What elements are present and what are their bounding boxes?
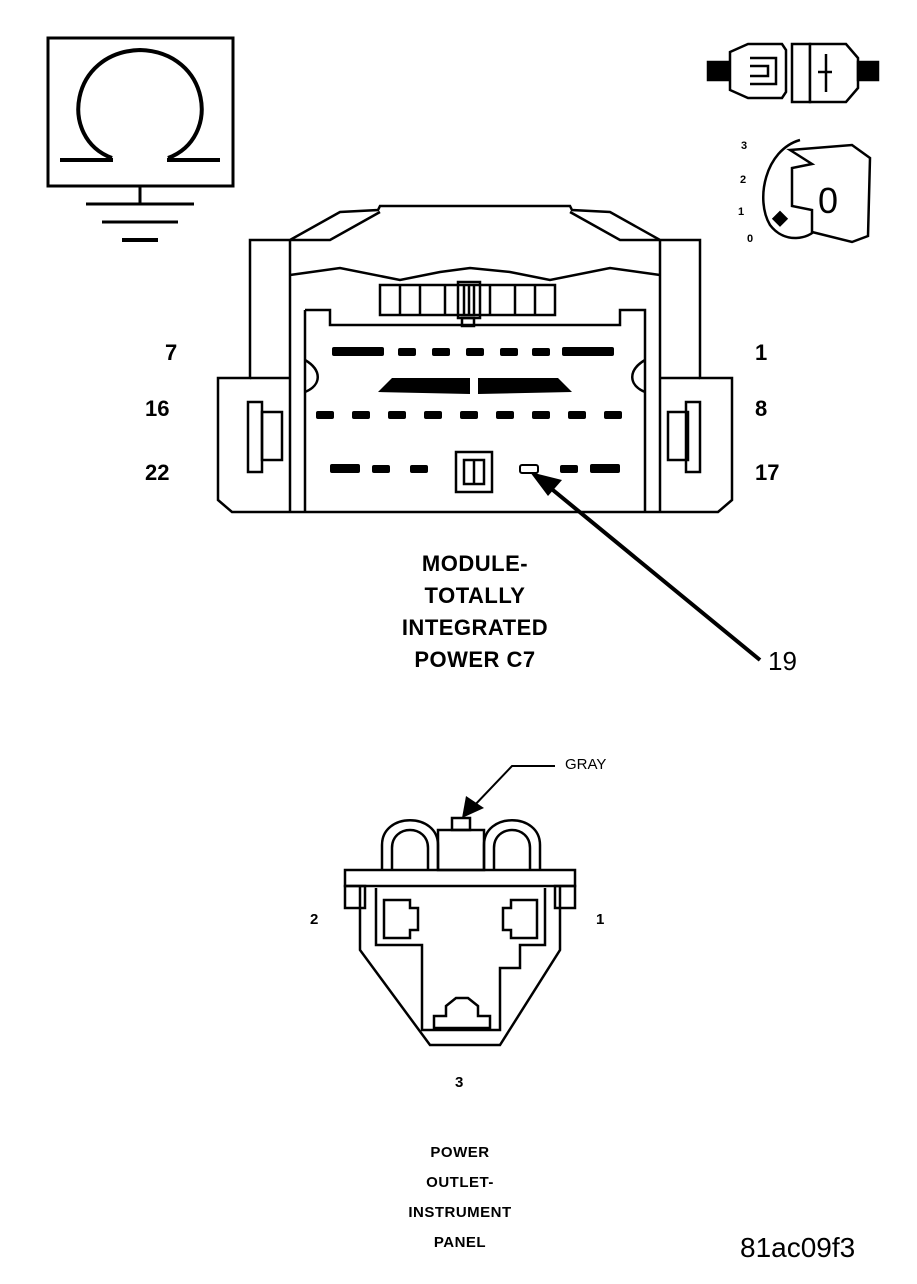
connector-c7-body [216,204,734,514]
connector-c7-center-key [454,450,494,494]
c7-pin-label-7: 7 [165,340,178,365]
outlet-title-line-4: PANEL [433,1234,487,1251]
c7-pin-label-8: 8 [755,396,768,421]
outlet-pin-label-1: 1 [596,911,605,928]
callout-label-19: 19 [768,646,797,676]
key-position-2: 2 [740,174,747,186]
connector-disconnect-icon [706,42,880,104]
c7-pin-label-1: 1 [755,340,768,365]
ignition-key-off-icon [762,138,872,244]
connector-c7-pin-cavities [316,347,622,474]
key-off-label: 0 [818,180,839,221]
c7-pin-label-22: 22 [145,460,170,485]
c7-title-line-4: POWER C7 [414,647,536,672]
outlet-title-line-3: INSTRUMENT [408,1204,512,1221]
outlet-title-line-1: POWER [430,1144,490,1161]
outlet-pin-label-2: 2 [310,911,319,928]
c7-title-line-2: TOTALLY [424,583,526,608]
outlet-pin-label-3: 3 [455,1074,464,1091]
power-outlet-connector-body [343,816,577,1047]
gray-color-leader [462,765,555,818]
key-position-1: 1 [738,206,745,218]
c7-pin-label-16: 16 [145,396,170,421]
wire-color-label: GRAY [565,756,607,773]
connector-c7-title: MODULE- TOTALLY INTEGRATED POWER C7 [355,548,595,676]
key-position-0: 0 [747,233,754,245]
key-position-3: 3 [741,140,748,152]
c7-title-line-1: MODULE- [421,551,529,576]
c7-pin-label-17: 17 [755,460,780,485]
power-outlet-title: POWER OUTLET- INSTRUMENT PANEL [360,1138,560,1258]
callout-arrow-pin-19 [530,472,762,662]
image-id-label: 81ac09f3 [740,1232,856,1263]
ohm-meter-ground-icon [46,36,235,242]
outlet-title-line-2: OUTLET- [426,1174,494,1191]
c7-title-line-3: INTEGRATED [401,615,549,640]
